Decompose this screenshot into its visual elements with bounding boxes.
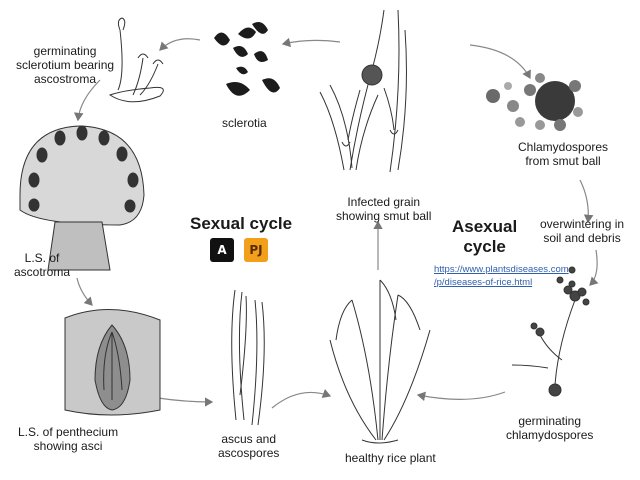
arrow-overwintering-to-germinating	[589, 249, 599, 286]
healthy-rice-plant-drawing	[329, 279, 431, 444]
arrow-chlamydospores-to-overwintering	[579, 179, 594, 224]
chlamydospores-drawing	[486, 73, 583, 131]
logo-a-icon: A	[210, 238, 234, 262]
cycle-arrows	[73, 37, 599, 409]
label-ls-perithecium: L.S. of penthecium showing asci	[18, 425, 119, 453]
ascus-drawing	[231, 289, 265, 426]
label-sclerotia: sclerotia	[222, 116, 267, 130]
sexual-cycle-title: Sexual cycle	[190, 214, 293, 233]
label-ls-ascotroma: L.S. of ascotroma	[14, 251, 71, 279]
arrow-germinating-to-ascotroma	[73, 79, 101, 122]
label-healthy-rice-plant: healthy rice plant	[345, 451, 436, 465]
arrow-grain-to-chlamydospores	[469, 44, 531, 80]
ascotroma-drawing	[19, 125, 145, 271]
label-infected-grain: Infected grain showing smut ball	[336, 195, 432, 223]
logo-pj-icon: PJ	[244, 238, 268, 262]
arrow-ascotroma-to-perithecium	[76, 277, 93, 306]
asexual-cycle-title: Asexual cycle	[452, 217, 518, 256]
arrow-grain-to-sclerotia	[281, 37, 341, 48]
sclerotia-drawing	[214, 22, 280, 96]
label-chlamydospores: Chlamydospores from smut ball	[518, 140, 609, 168]
label-ascus-ascospores: ascus and ascospores	[218, 432, 280, 460]
germinating-sclerotium-drawing	[108, 17, 164, 103]
label-germinating-chlamydospores: germinating chlamydospores	[506, 414, 594, 442]
label-germinating-sclerotium: germinating sclerotium bearing ascostrom…	[16, 44, 115, 86]
arrow-ascus-to-plant	[271, 389, 332, 409]
label-overwintering: overwintering in soil and debris	[540, 217, 625, 245]
arrow-sclerotia-to-germinating	[159, 38, 201, 51]
infected-grain-drawing	[319, 9, 407, 173]
source-link[interactable]: https://www.plantsdiseases.com /p/diseas…	[434, 264, 569, 288]
germinating-chlamydospores-drawing	[511, 266, 590, 397]
perithecium-drawing	[64, 309, 161, 416]
arrow-perithecium-to-ascus	[157, 397, 214, 407]
arrow-germinating-to-plant	[416, 391, 506, 402]
